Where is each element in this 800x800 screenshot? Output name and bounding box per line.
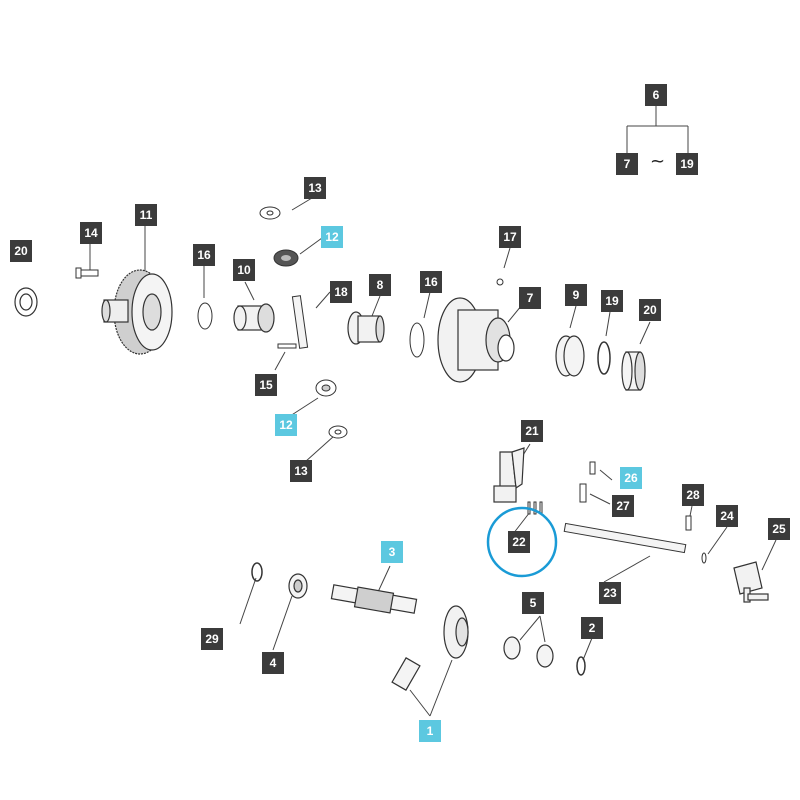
label-17[interactable]: 17 (499, 226, 521, 248)
oil-seal-right (621, 351, 646, 391)
bearing-9 (555, 335, 585, 377)
label-14[interactable]: 14 (80, 222, 102, 244)
pin-28 (685, 515, 692, 531)
label-16-right[interactable]: 16 (420, 271, 442, 293)
side-gear (233, 303, 275, 333)
shift-fork (493, 447, 525, 503)
snap-ring-29 (251, 562, 263, 582)
label-8[interactable]: 8 (369, 274, 391, 296)
selection-circle (486, 506, 558, 578)
large-gear (101, 269, 173, 355)
label-16-left[interactable]: 16 (193, 244, 215, 266)
pinion-bolt (391, 657, 421, 691)
label-7-range[interactable]: 7 (616, 153, 638, 175)
label-7[interactable]: 7 (519, 287, 541, 309)
ring-24 (701, 552, 707, 564)
bolt (75, 267, 99, 279)
label-12-top[interactable]: 12 (321, 226, 343, 248)
pinion-shaft (291, 295, 309, 349)
roll-pin (277, 343, 297, 349)
snap-ring-2 (576, 656, 586, 676)
label-4[interactable]: 4 (262, 652, 284, 674)
thrust-washer-1 (197, 302, 213, 330)
label-28[interactable]: 28 (682, 484, 704, 506)
label-1[interactable]: 1 (419, 720, 441, 742)
label-13-top[interactable]: 13 (304, 177, 326, 199)
splined-shaft (330, 584, 418, 614)
label-12-bottom[interactable]: 12 (275, 414, 297, 436)
label-25[interactable]: 25 (768, 518, 790, 540)
shift-rod (563, 522, 687, 554)
label-23[interactable]: 23 (599, 582, 621, 604)
label-3[interactable]: 3 (381, 541, 403, 563)
label-19[interactable]: 19 (601, 290, 623, 312)
group-bracket (626, 106, 689, 153)
label-18[interactable]: 18 (330, 281, 352, 303)
spring-pin-27 (579, 483, 587, 503)
differential-case (437, 297, 515, 383)
bevel-pinion (443, 605, 469, 659)
label-10[interactable]: 10 (233, 259, 255, 281)
range-separator: ~ (650, 151, 666, 172)
label-6[interactable]: 6 (645, 84, 667, 106)
thrust-washer-2 (409, 322, 425, 358)
label-19-range[interactable]: 19 (676, 153, 698, 175)
label-29[interactable]: 29 (201, 628, 223, 650)
snap-ring-19 (597, 341, 611, 375)
washer-13-top-hole (266, 210, 274, 216)
side-gear-8 (347, 311, 385, 345)
spring-pin-26 (589, 461, 596, 475)
shift-lever (733, 561, 769, 603)
label-20-left[interactable]: 20 (10, 240, 32, 262)
label-11[interactable]: 11 (135, 204, 157, 226)
label-5[interactable]: 5 (522, 592, 544, 614)
plug-17 (496, 278, 504, 286)
label-9[interactable]: 9 (565, 284, 587, 306)
oil-seal-left (14, 287, 38, 317)
label-2[interactable]: 2 (581, 617, 603, 639)
label-24[interactable]: 24 (716, 505, 738, 527)
bearing-5 (503, 636, 554, 668)
bearing-4 (288, 573, 308, 599)
label-26[interactable]: 26 (620, 467, 642, 489)
label-22[interactable]: 22 (508, 531, 530, 553)
label-21[interactable]: 21 (521, 420, 543, 442)
label-15[interactable]: 15 (255, 374, 277, 396)
label-13-bottom[interactable]: 13 (290, 460, 312, 482)
label-20-right[interactable]: 20 (639, 299, 661, 321)
label-27[interactable]: 27 (612, 495, 634, 517)
